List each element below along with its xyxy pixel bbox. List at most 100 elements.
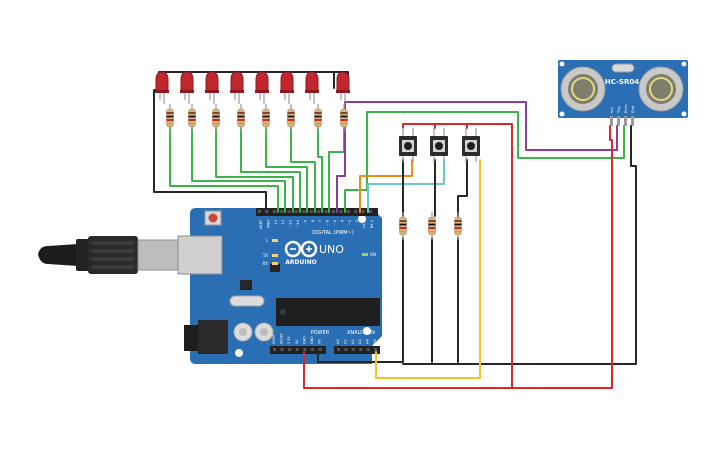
sensor-pin-label: Gnd <box>631 106 635 113</box>
red-led[interactable] <box>255 71 269 104</box>
power-pin-label: GND <box>310 336 314 344</box>
header-pin[interactable] <box>344 348 348 351</box>
header-pin[interactable] <box>339 210 343 213</box>
power-pin-label: 5V <box>295 339 299 344</box>
led-resistor[interactable] <box>212 104 220 132</box>
header-pin[interactable] <box>346 210 350 213</box>
smd-chip <box>240 280 252 290</box>
push-button[interactable] <box>462 128 480 162</box>
header-pin[interactable] <box>287 210 291 213</box>
analog-pin-label: A5 <box>373 339 377 344</box>
header-pin[interactable] <box>318 348 322 351</box>
header-pin[interactable] <box>288 348 292 351</box>
red-led[interactable] <box>180 71 194 104</box>
power-header-label: POWER <box>311 330 330 336</box>
red-led[interactable] <box>205 71 219 104</box>
sensor-pin-label: Echo <box>624 104 628 113</box>
power-pin-label: RESET <box>280 332 284 344</box>
sensor-pins[interactable] <box>610 116 634 126</box>
header-pin[interactable] <box>332 210 335 213</box>
header-pin[interactable] <box>354 210 358 213</box>
header-pin[interactable] <box>361 210 365 213</box>
header-pin[interactable] <box>295 210 298 213</box>
digital-pin-label: ~3 <box>348 220 352 225</box>
red-led[interactable] <box>336 71 350 104</box>
push-button[interactable] <box>430 128 448 162</box>
header-pin[interactable] <box>311 348 314 351</box>
button-resistor[interactable] <box>399 212 407 240</box>
red-led[interactable] <box>155 71 169 104</box>
header-pin[interactable] <box>317 210 321 213</box>
led-signal-wire <box>317 127 323 213</box>
header-pin[interactable] <box>273 348 276 351</box>
header-pin[interactable] <box>309 210 313 213</box>
led-resistor[interactable] <box>262 104 270 132</box>
button-resistor[interactable] <box>428 212 436 240</box>
ground-rail-wire <box>317 237 404 363</box>
power-pin-label: 3.3V <box>287 336 291 344</box>
sensor-vcc-wire <box>511 125 613 389</box>
trig-wire <box>336 101 618 213</box>
header-pin[interactable] <box>324 210 328 213</box>
digital-pin-label: 4 <box>340 219 344 222</box>
push-button[interactable] <box>399 128 417 162</box>
header-pin[interactable] <box>337 348 340 351</box>
model-label: UNO <box>319 243 344 256</box>
header-pin[interactable] <box>272 210 276 213</box>
header-pin[interactable] <box>280 348 284 351</box>
capacitors <box>233 322 274 342</box>
led-resistor[interactable] <box>340 104 348 132</box>
led-signal-wire <box>169 127 279 213</box>
led-resistor[interactable] <box>314 104 322 132</box>
analog-pin-label: A3 <box>358 339 362 344</box>
digital-pin-label: RX 0 <box>370 219 374 228</box>
digital-pin-label: TX 1 <box>363 220 367 229</box>
button-resistor[interactable] <box>454 212 462 240</box>
red-led[interactable] <box>280 71 294 104</box>
sensor-crystal <box>611 63 635 73</box>
led-resistor[interactable] <box>237 104 245 132</box>
reset-button[interactable] <box>204 210 222 226</box>
header-pin[interactable] <box>258 210 261 213</box>
led-resistor[interactable] <box>287 104 295 132</box>
svg-text:L: L <box>266 238 269 243</box>
header-pin[interactable] <box>303 348 307 351</box>
header-pin[interactable] <box>359 348 363 351</box>
header-pin[interactable] <box>369 210 372 213</box>
sensor-label: HC-SR04 <box>605 78 639 86</box>
header-pin[interactable] <box>265 210 269 213</box>
red-led[interactable] <box>230 71 244 104</box>
digital-pin-header[interactable] <box>256 208 378 216</box>
led-resistor[interactable] <box>188 104 196 132</box>
sensor-ground-wire <box>402 125 637 365</box>
red-led[interactable] <box>305 71 319 104</box>
brand-label: ARDUINO <box>285 259 316 266</box>
header-pin[interactable] <box>295 348 299 351</box>
arduino-logo <box>284 240 318 258</box>
header-pin[interactable] <box>280 210 284 213</box>
header-pin[interactable] <box>366 348 370 351</box>
svg-text:TX: TX <box>262 253 268 258</box>
arduino-uno-board: ARDUINO UNO DIGITAL (PWM~) POWER ANALOG … <box>177 208 382 364</box>
button-link-wire <box>457 159 468 217</box>
analog-pin-header[interactable] <box>334 346 380 354</box>
svg-text:RX: RX <box>262 261 268 266</box>
header-pin[interactable] <box>374 348 377 351</box>
transducer-left <box>560 66 606 112</box>
header-pin[interactable] <box>302 210 306 213</box>
analog-header-label: ANALOG IN <box>347 330 375 336</box>
led-signal-wire <box>240 127 301 213</box>
usb-jack <box>177 235 223 275</box>
svg-text:ON: ON <box>370 252 376 257</box>
header-pin[interactable] <box>351 348 355 351</box>
digital-pin-label: ~5 <box>333 220 337 225</box>
button-wire-cyan <box>367 159 445 213</box>
crystal <box>229 295 265 307</box>
led-resistor[interactable] <box>166 104 174 132</box>
digital-header-label: DIGITAL (PWM~) <box>312 230 354 236</box>
sensor-pin-label: Trig <box>617 107 621 114</box>
